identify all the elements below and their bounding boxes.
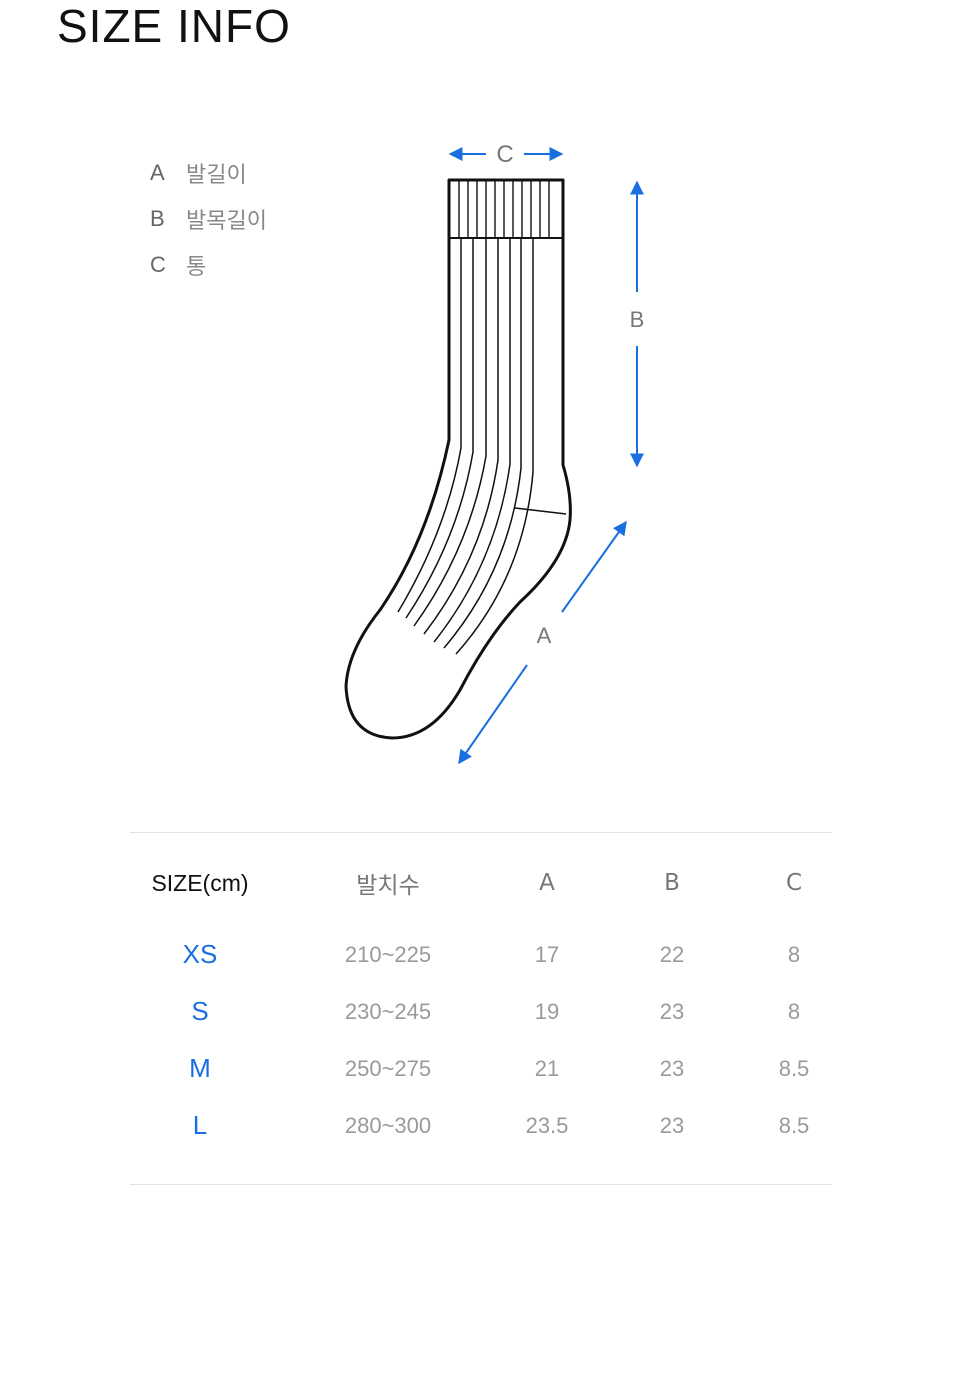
table-top-divider [130,832,832,833]
c-cell: 8 [787,941,801,967]
cuff-ribs [458,180,550,238]
a-cell: 19 [534,998,560,1024]
size-label: XS [182,939,218,969]
sock-diagram: C B A [344,141,645,765]
a-cell: 17 [534,941,560,967]
legend-text: 발길이 [186,163,247,188]
size-label: M [189,1053,211,1083]
c-cell: 8 [787,998,801,1024]
b-cell: 22 [659,941,685,967]
c-cell: 8.5 [778,1112,810,1138]
b-cell: 23 [659,1055,685,1081]
size-label: L [192,1110,208,1140]
size-table: SIZE(cm) 발치수 A B C XS 210~225 17 22 8 S … [130,848,832,1154]
a-cell: 23.5 [525,1112,569,1138]
table-row: XS 210~225 17 22 8 [130,926,832,983]
foot-size-cell: 230~245 [344,998,432,1024]
header-b: B [664,870,680,896]
table-row: L 280~300 23.5 23 8.5 [130,1097,832,1154]
legend-row-a: A 발길이 [150,150,267,196]
legend-letter: A [150,160,165,185]
table-bottom-divider [130,1184,832,1185]
legend-letter: C [150,252,166,277]
size-label: S [191,996,209,1026]
c-cell: 8.5 [778,1055,810,1081]
table-row: S 230~245 19 23 8 [130,983,832,1040]
table-row: M 250~275 21 23 8.5 [130,1040,832,1097]
page-title: SIZE INFO [57,0,291,52]
header-size: SIZE(cm) [151,869,249,896]
a-arrow-up [561,520,627,613]
table-header-row: SIZE(cm) 발치수 A B C [130,848,832,918]
header-c: C [785,870,803,896]
legend-text: 발목길이 [186,209,267,234]
foot-size-cell: 210~225 [344,941,432,967]
legend-row-b: B 발목길이 [150,196,267,242]
foot-size-cell: 280~300 [344,1112,432,1138]
header-a: A [539,870,555,896]
leg-ribs [397,238,534,655]
legend-letter: B [150,206,165,231]
legend-row-c: C 통 [150,242,267,288]
a-cell: 21 [534,1055,560,1081]
b-cell: 23 [659,998,685,1024]
measurement-legend: A 발길이 B 발목길이 C 통 [150,150,267,288]
header-foot-size: 발치수 [356,873,420,899]
foot-size-cell: 250~275 [344,1055,432,1081]
label-b: B [630,307,645,332]
label-a: A [537,623,552,648]
b-cell: 23 [659,1112,685,1138]
a-arrow-down [458,664,528,765]
label-c: C [496,141,513,168]
legend-text: 통 [186,255,207,280]
heel-line [514,507,567,515]
